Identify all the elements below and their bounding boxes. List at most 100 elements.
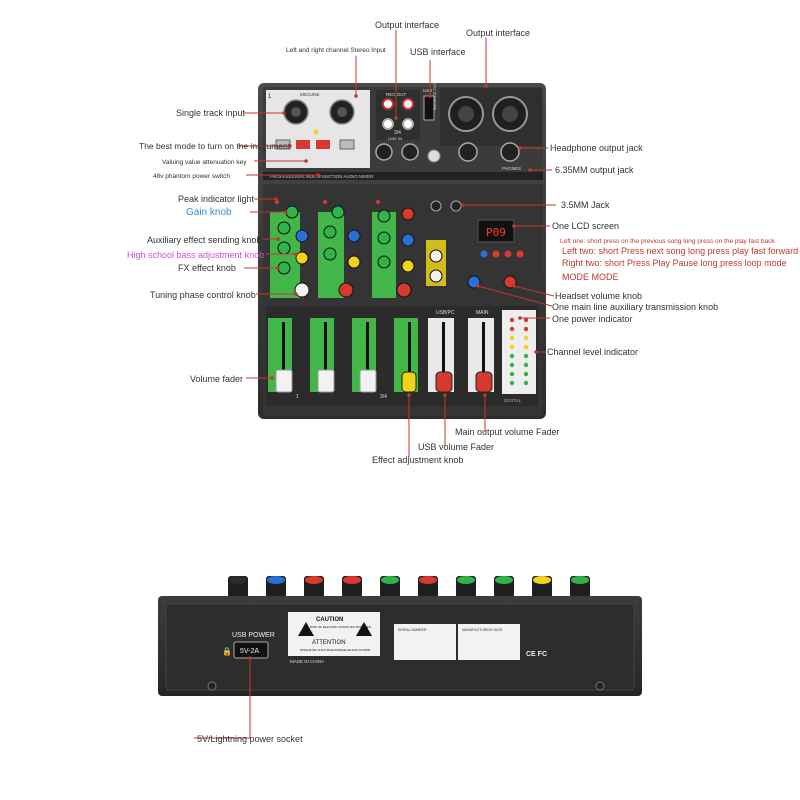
media-btn-prev[interactable]	[480, 250, 488, 258]
fx-level-knob[interactable]	[429, 269, 443, 283]
mic-line-panel	[266, 90, 370, 168]
pan-knob-1[interactable]	[294, 282, 310, 298]
back-knob-cap	[457, 576, 475, 584]
label-channel-level-indicator: Channel level indicator	[547, 347, 639, 357]
digital-label: DIGITAL	[504, 398, 522, 403]
digital-badge	[427, 149, 441, 163]
media-btn-mode[interactable]	[516, 250, 524, 258]
hi-knob-2[interactable]	[323, 247, 337, 261]
label-aux-effect-knob: Auxiliary effect sending knob	[147, 235, 262, 245]
low-knob-2[interactable]	[347, 255, 361, 269]
label-lcd-note-two: Left two: short Press next song long pre…	[562, 246, 799, 256]
low-knob-1[interactable]	[295, 251, 309, 265]
label-tuning-phase-knob: Tuning phase control knob	[150, 290, 256, 300]
cert-marks: CE FC	[526, 651, 547, 658]
callout-dot	[304, 159, 308, 163]
jack-635-left[interactable]	[375, 143, 393, 161]
inst-switch-1[interactable]	[296, 140, 310, 149]
level-led	[523, 326, 529, 332]
media-btn-play[interactable]	[504, 250, 512, 258]
level-led	[509, 317, 515, 323]
aux-knob-3[interactable]	[377, 231, 391, 245]
mid-knob-1[interactable]	[295, 229, 309, 243]
rca-rec-right[interactable]	[402, 98, 414, 110]
pan-knob-3[interactable]	[396, 282, 412, 298]
peak-led-2	[323, 200, 327, 204]
back-knob-cap	[267, 576, 285, 584]
pan-knob-2[interactable]	[338, 282, 354, 298]
back-knob-cap	[571, 576, 589, 584]
callout-dot	[284, 210, 288, 214]
volume-fader-2[interactable]	[317, 369, 335, 393]
hi-knob-3[interactable]	[377, 255, 391, 269]
pad-switch-2[interactable]	[339, 139, 355, 150]
aux-knob-2[interactable]	[323, 225, 337, 239]
aux-knob-1[interactable]	[277, 221, 291, 235]
label-jack-35: 3.5MM Jack	[561, 200, 610, 210]
level-led	[509, 344, 515, 350]
hi-knob-1[interactable]	[277, 241, 291, 255]
fader-track-4	[408, 322, 411, 388]
callout-dot	[428, 94, 432, 98]
made-in-label: MADE IN CHINA	[290, 659, 324, 664]
label-mode: MODE MODE	[562, 272, 619, 282]
callout-dot	[512, 224, 516, 228]
manufacturing-date-box	[458, 624, 520, 660]
label-output-interface-right: Output interface	[466, 28, 531, 38]
level-led	[509, 326, 515, 332]
volume-fader-3[interactable]	[359, 369, 377, 393]
usb-pc-label: USB/PC	[436, 310, 455, 316]
jack-35-left[interactable]	[430, 200, 442, 212]
callout-dot	[407, 393, 411, 397]
phones-jack[interactable]	[500, 142, 520, 162]
mic-line-label: MIC/LINE	[300, 92, 320, 97]
attention-sub: RISQUE DE CHOC ÉLECTRIQUE-NE PAS OUVRIR	[300, 647, 371, 652]
jack-635-right[interactable]	[401, 143, 419, 161]
peak-led-3	[376, 200, 380, 204]
phantom-switch[interactable]	[316, 140, 330, 149]
label-phantom-power: 48v phantom power switch	[153, 173, 230, 180]
label-lcd-note-right-two: Right two: short Press Play Pause long p…	[562, 258, 787, 268]
ch1-number: 1	[268, 94, 272, 100]
main-out-jack[interactable]	[458, 142, 478, 162]
usb-volume-fader[interactable]	[435, 371, 453, 393]
callout-dot	[294, 292, 298, 296]
jack-35-right[interactable]	[450, 200, 462, 212]
mid-knob-3[interactable]	[401, 233, 415, 247]
shock-triangle-icon	[356, 622, 372, 636]
phantom-led	[313, 129, 319, 135]
fader-track-3	[366, 322, 369, 388]
level-led	[523, 371, 529, 377]
media-btn-next[interactable]	[492, 250, 500, 258]
callout-dot	[534, 350, 538, 354]
volume-fader-1[interactable]	[275, 369, 293, 393]
mid-knob-2[interactable]	[347, 229, 361, 243]
level-led	[509, 353, 515, 359]
rca-rec-left[interactable]	[382, 98, 394, 110]
label-valuing-attenuation: Valuing value attenuation key	[162, 159, 247, 166]
callout-dot	[294, 252, 298, 256]
gain-knob-2[interactable]	[331, 205, 345, 219]
back-knob-cap	[305, 576, 323, 584]
rca-in-left[interactable]	[382, 118, 394, 130]
caution-text: CAUTION	[316, 617, 343, 623]
fx-effect-knob[interactable]	[429, 249, 443, 263]
low-knob-3[interactable]	[401, 259, 415, 273]
label-main-output-fader: Main output volume Fader	[455, 427, 560, 437]
effect-fader[interactable]	[401, 371, 417, 393]
callout-dot	[443, 393, 447, 397]
level-led	[523, 362, 529, 368]
gain-knob-3[interactable]	[377, 209, 391, 223]
callout-dot	[288, 144, 292, 148]
label-gain-knob: Gain knob	[186, 207, 232, 218]
caution-sub: RISK OF ELECTRIC SHOCK DO NOT OPEN	[310, 625, 371, 629]
red-knob-3[interactable]	[401, 207, 415, 221]
rca-in-right[interactable]	[402, 118, 414, 130]
label-peak-indicator: Peak indicator light	[178, 194, 255, 204]
pro-label-strip	[263, 172, 543, 180]
fader-track-2	[324, 322, 327, 388]
main-volume-fader[interactable]	[475, 371, 493, 393]
main-label: MAIN	[476, 310, 489, 316]
back-knob-cap	[495, 576, 513, 584]
